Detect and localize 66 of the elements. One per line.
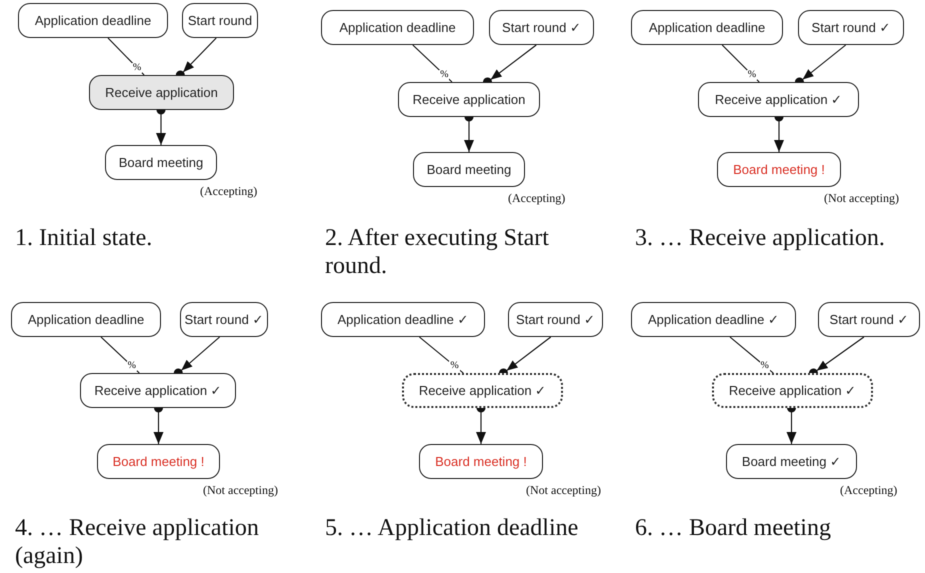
edge-label: % — [760, 360, 770, 371]
event-label: Start round ✓ — [812, 20, 890, 35]
event-box — [321, 10, 474, 45]
state-note: (Accepting) — [200, 184, 258, 199]
event-label: Application deadline ✓ — [338, 312, 468, 327]
event-box — [798, 10, 904, 45]
event-label: Receive application — [105, 85, 218, 100]
event-label: Start round ✓ — [184, 312, 264, 327]
state-note: (Not accepting) — [526, 483, 601, 498]
event-label: Start round ✓ — [830, 312, 908, 327]
event-box — [18, 3, 168, 38]
event-box — [419, 444, 543, 479]
state-note: (Accepting) — [840, 483, 898, 498]
event-box — [182, 3, 258, 38]
event-label: Receive application — [412, 92, 526, 107]
event-box — [105, 145, 217, 180]
event-box — [698, 82, 859, 117]
event-label: Application deadline — [28, 312, 144, 327]
event-label: Receive application ✓ — [714, 92, 842, 107]
event-box — [321, 302, 485, 337]
event-box — [818, 302, 920, 337]
panel-caption: 3. … Receive application. — [635, 224, 886, 252]
event-box — [717, 152, 841, 187]
edge-label: % — [132, 62, 142, 73]
state-note: (Accepting) — [508, 191, 566, 206]
event-label: Application deadline — [648, 20, 766, 35]
event-box — [97, 444, 220, 479]
event-label: Application deadline ✓ — [648, 312, 779, 327]
event-label: Board meeting ✓ — [742, 454, 842, 469]
event-label: Board meeting — [426, 162, 512, 177]
event-box — [398, 82, 540, 117]
event-box — [726, 444, 857, 479]
panel-caption: 4. … Receive application (again) — [15, 514, 260, 570]
edge-label: % — [126, 360, 137, 371]
event-box — [631, 302, 796, 337]
event-label: Receive application ✓ — [94, 383, 222, 398]
state-note: (Not accepting) — [203, 483, 278, 498]
event-label: Start round ✓ — [502, 20, 581, 35]
event-label: Board meeting ! — [112, 454, 204, 469]
event-label: Start round ✓ — [516, 312, 595, 327]
panel-caption: 6. … Board meeting — [635, 514, 832, 542]
event-box — [631, 10, 783, 45]
event-label: Receive application ✓ — [418, 383, 546, 398]
event-label: Board meeting — [118, 155, 204, 170]
event-box — [413, 152, 525, 187]
edge-label: % — [449, 360, 460, 371]
event-label: Board meeting ! — [733, 162, 825, 177]
event-box — [80, 373, 236, 408]
state-note: (Not accepting) — [824, 191, 899, 206]
event-label: Application deadline — [34, 13, 152, 28]
event-box — [180, 302, 268, 337]
panel-caption: 1. Initial state. — [15, 224, 154, 252]
event-box — [489, 10, 594, 45]
event-box — [508, 302, 603, 337]
edge-label: % — [439, 70, 450, 80]
event-box — [11, 302, 161, 337]
event-label: Application deadline — [339, 20, 456, 35]
event-label: Start round — [188, 13, 252, 28]
edge-label: % — [746, 70, 758, 80]
panel-caption: 5. … Application deadline — [325, 514, 580, 542]
event-box — [89, 75, 234, 110]
event-label: Board meeting ! — [435, 454, 527, 469]
event-box — [402, 373, 563, 408]
event-box — [712, 373, 873, 408]
panel-caption: 2. After executing Start round. — [325, 224, 550, 280]
event-label: Receive application ✓ — [728, 383, 856, 398]
